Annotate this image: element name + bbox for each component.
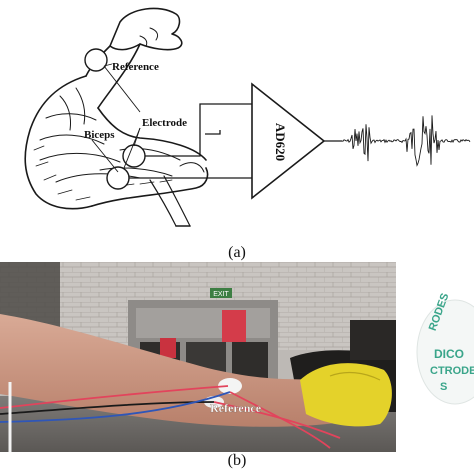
electrode-pad-1 <box>218 378 242 394</box>
panel-a-diagram: Reference Electrode Biceps AD620 <box>24 7 471 227</box>
photo: EXIT Reference <box>0 262 396 452</box>
cables <box>0 382 341 452</box>
arm-illustration <box>24 7 209 227</box>
yellow-hand-grip <box>300 363 392 427</box>
electrode-upper <box>122 144 146 168</box>
exit-sign-text: EXIT <box>213 291 229 298</box>
red-poster-1 <box>222 310 246 342</box>
panel-a-caption: (a) <box>228 244 246 261</box>
electrode-lower <box>106 166 130 190</box>
label-reference: Reference <box>112 61 159 73</box>
panel-b-caption: (b) <box>227 452 247 469</box>
package-text-2: DICO <box>434 347 464 361</box>
emg-signal-trace <box>341 115 471 167</box>
exit-sign <box>210 288 232 298</box>
lead-wires <box>129 103 252 179</box>
label-electrode: Electrode <box>142 117 187 129</box>
label-biceps: Biceps <box>84 129 115 141</box>
ad620-amplifier <box>251 82 326 200</box>
package-text-4: S <box>440 381 447 393</box>
reference-electrode <box>84 48 108 72</box>
leader-lines <box>91 63 141 173</box>
red-poster-2 <box>160 338 176 358</box>
label-ad620: AD620 <box>273 123 288 161</box>
photo-label-reference: Reference <box>210 401 262 415</box>
